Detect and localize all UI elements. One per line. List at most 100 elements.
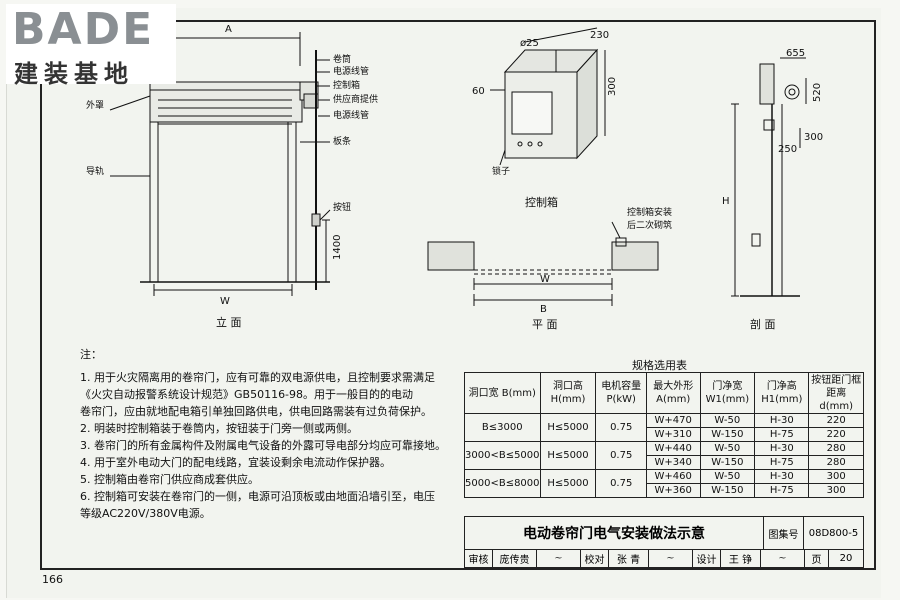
note-line: 2. 明装时控制箱装于卷筒内，按钮装于门旁一侧或两侧。 — [80, 422, 358, 435]
table-row: W+340 W-150 H-75 280 — [465, 455, 864, 470]
cell-d: 280 — [808, 455, 864, 470]
box-label-suozi: 锁子 — [492, 165, 510, 177]
cell-a: W+440 — [645, 441, 701, 456]
reviewer-signature: ~ — [537, 550, 581, 567]
cell-h1: H-75 — [754, 483, 810, 498]
cell-w1: W-150 — [699, 483, 756, 498]
cell-h: H≤5000 — [539, 413, 597, 442]
cell-w1: W-150 — [699, 427, 756, 442]
cell-d: 300 — [808, 483, 864, 498]
cell-p: 0.75 — [595, 413, 647, 442]
page-label: 页 — [805, 550, 829, 567]
header-b: 洞口宽 B(mm) — [464, 372, 541, 414]
reviewer-name: 庞传贵 — [493, 550, 537, 567]
sect-dim-520: 520 — [812, 83, 823, 102]
atlas-label: 图集号 — [764, 516, 804, 550]
elevation-view — [109, 32, 331, 296]
logo-text-bade: BADE — [12, 4, 155, 55]
elev-dim-w: W — [220, 296, 230, 307]
cell-h1: H-75 — [754, 455, 810, 470]
cell-b: 3000<B≤5000 — [464, 441, 541, 470]
designer-signature: ~ — [761, 550, 805, 567]
drawing-frame — [40, 20, 876, 570]
cell-a: W+340 — [645, 455, 701, 470]
cell-b: 5000<B≤8000 — [464, 469, 541, 498]
note-line: 《火灾自动报警系统设计规范》GB50116-98。用于一般目的的电动 — [80, 388, 414, 401]
elev-dim-a: A — [225, 24, 232, 35]
table-row: 5000<B≤8000 H≤5000 0.75 W+460 W-50 H-30 … — [464, 469, 864, 498]
cell-d: 280 — [808, 441, 864, 456]
box-dim-phi25: ø25 — [520, 38, 539, 49]
cell-h1: H-30 — [754, 441, 810, 456]
spec-table-title: 规格选用表 — [632, 359, 687, 372]
cell-p: 0.75 — [595, 441, 647, 470]
sect-dim-250: 250 — [778, 144, 797, 155]
cell-h: H≤5000 — [539, 469, 597, 498]
elev-caption: 立 面 — [216, 315, 242, 329]
elev-label-waizhao: 外罩 — [86, 99, 104, 111]
plan-view — [427, 221, 659, 306]
note-line: 卷帘门，应由就地配电箱引单独回路供电，供电回路需装有过负荷保护。 — [80, 405, 432, 418]
sect-dim-300: 300 — [804, 132, 823, 143]
cell-h: H≤5000 — [539, 441, 597, 470]
logo-text-cn: 建装基地 — [14, 60, 134, 88]
reviewer-label: 审核 — [465, 550, 493, 567]
elev-label-anniu: 按钮 — [333, 201, 351, 213]
checker-signature: ~ — [649, 550, 693, 567]
cell-h1: H-30 — [754, 469, 810, 484]
signature-row: 审核 庞传贵 ~ 校对 张 青 ~ 设计 王 铮 ~ 页 20 — [464, 550, 864, 568]
note-line: 4. 用于室外电动大门的配电线路，宜装设剩余电流动作保护器。 — [80, 456, 391, 469]
elev-label-kongzhixiang: 控制箱 — [333, 79, 360, 91]
header-p: 电机容量 P(kW) — [595, 372, 647, 414]
cell-w1: W-50 — [699, 413, 756, 428]
box-caption: 控制箱 — [525, 195, 558, 209]
title-block: 电动卷帘门电气安装做法示意 图集号 08D800-5 审核 庞传贵 ~ 校对 张… — [464, 516, 864, 568]
cell-w1: W-50 — [699, 441, 756, 456]
cell-h1: H-30 — [754, 413, 810, 428]
plan-caption: 平 面 — [532, 318, 558, 331]
sect-dim-655: 655 — [786, 48, 805, 59]
section-view — [731, 57, 807, 297]
cell-d: 300 — [808, 469, 864, 484]
cell-a: W+360 — [645, 483, 701, 498]
page-number-cell: 20 — [839, 553, 853, 564]
plan-note-line1: 控制箱安装 — [627, 206, 672, 218]
bade-logo: BADE 建装基地 — [6, 4, 176, 88]
elev-dim-1400: 1400 — [332, 235, 343, 260]
drawing-title: 电动卷帘门电气安装做法示意 — [464, 516, 764, 550]
book-page-number: 166 — [42, 573, 63, 586]
cell-w1: W-50 — [699, 469, 756, 484]
cell-h1: H-75 — [754, 427, 810, 442]
elev-label-xianguan2: 电源线管 — [333, 109, 369, 121]
checker-name: 张 青 — [609, 550, 649, 567]
elev-label-xianguan1: 电源线管 — [333, 65, 369, 77]
elev-label-gongdian: 供应商提供 — [333, 93, 378, 105]
table-row: 3000<B≤5000 H≤5000 0.75 W+440 W-50 H-30 … — [464, 441, 864, 470]
spec-table: 洞口宽 B(mm) 洞口高 H(mm) 电机容量 P(kW) 最大外形 A(mm… — [464, 372, 864, 498]
cell-d: 220 — [808, 427, 864, 442]
spec-header-row: 洞口宽 B(mm) 洞口高 H(mm) 电机容量 P(kW) 最大外形 A(mm… — [464, 372, 864, 414]
cell-d: 220 — [808, 413, 864, 428]
checker-label: 校对 — [581, 550, 609, 567]
cell-w1: W-150 — [699, 455, 756, 470]
plan-dim-w: W — [540, 274, 550, 285]
elev-label-bantiao: 板条 — [333, 135, 351, 147]
atlas-number: 08D800-5 — [804, 516, 864, 550]
table-row: W+360 W-150 H-75 300 — [465, 483, 864, 498]
box-dim-230: 230 — [590, 30, 609, 41]
note-line: 等级AC220V/380V电源。 — [80, 507, 211, 520]
cell-a: W+470 — [645, 413, 701, 428]
header-h1: 门净高 H1(mm) — [754, 372, 810, 414]
sect-dim-h: H — [722, 196, 730, 207]
plan-dim-b: B — [540, 304, 547, 315]
box-dim-60: 60 — [472, 86, 485, 97]
box-dim-300: 300 — [607, 77, 618, 96]
control-box-view — [490, 27, 606, 166]
header-d: 按钮距门框距离 d(mm) — [808, 372, 864, 414]
notes-section: 注： 1. 用于火灾隔离用的卷帘门，应有可靠的双电源供电，且控制要求需满足 《火… — [80, 346, 460, 522]
sect-caption: 剖 面 — [750, 317, 776, 331]
cell-a: W+310 — [645, 427, 701, 442]
header-w1: 门净宽 W1(mm) — [699, 372, 756, 414]
